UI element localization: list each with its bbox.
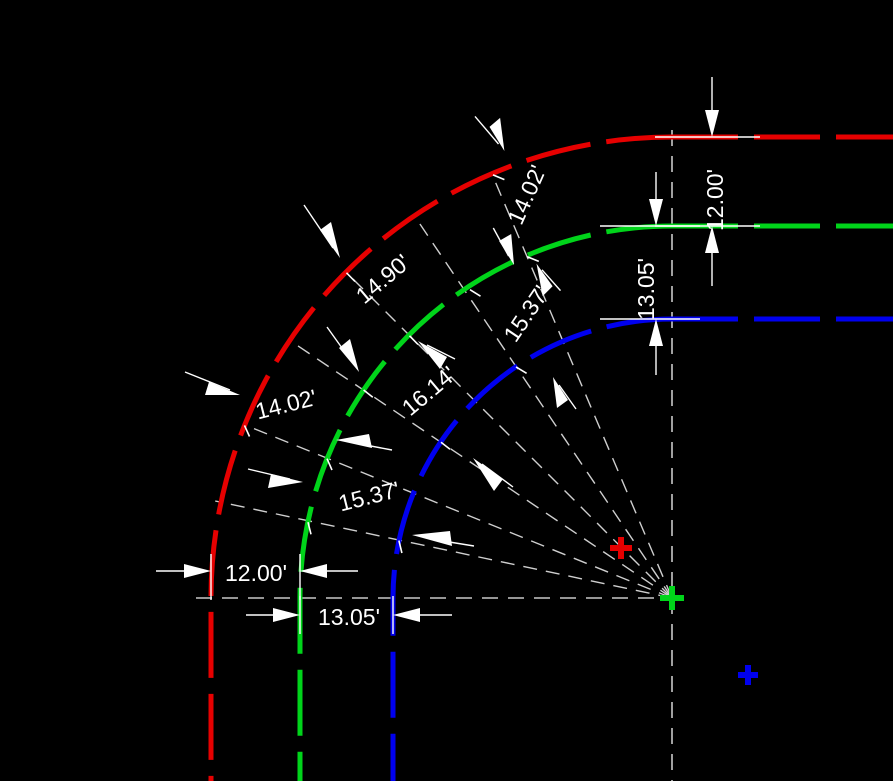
radial-line-12deg <box>215 500 673 599</box>
inner-curve-blue <box>390 316 673 781</box>
radial-line-67deg <box>491 173 673 599</box>
radial-construction-lines <box>215 173 673 599</box>
green-center-mark <box>660 586 684 610</box>
leader-56-in <box>558 384 577 410</box>
leader-22-out <box>184 371 231 391</box>
tick-red-22 <box>243 425 251 437</box>
dim-label-vert-12: 12.00' <box>702 169 728 231</box>
arrowhead-22-in <box>336 434 372 448</box>
radial-line-56deg <box>413 215 673 599</box>
radial-line-45deg <box>345 271 673 599</box>
arrowhead-h12-left <box>300 564 327 578</box>
axis-lines <box>196 130 673 781</box>
tick-blue-12 <box>398 540 403 554</box>
arrowhead-45-in <box>418 341 447 369</box>
arrowhead-56-out <box>499 234 514 265</box>
arrowhead-34-out <box>339 339 359 372</box>
arrowhead-45-out <box>320 222 340 258</box>
leader-67-in <box>541 269 562 292</box>
tick-green-67 <box>526 255 540 263</box>
arrowhead-12-out <box>268 474 303 488</box>
arrowhead-34-in <box>473 458 503 491</box>
arrowhead-67-out <box>489 117 505 151</box>
center-marks <box>610 537 758 685</box>
tick-green-22 <box>326 458 333 471</box>
red-center-mark <box>610 537 632 559</box>
dim-label-horiz-12: 12.00' <box>225 560 287 586</box>
dim-horiz-bottom-12: 12.00' <box>156 554 358 600</box>
dim-label-horiz-13: 13.05' <box>318 604 380 630</box>
blue-center-mark <box>738 665 758 685</box>
tick-green-45 <box>408 335 419 345</box>
tick-blue-56 <box>515 366 528 374</box>
arrowhead-down <box>705 110 719 137</box>
arrowhead-up <box>705 226 719 253</box>
tick-blue-34 <box>440 441 451 450</box>
tick-red-67 <box>492 174 505 181</box>
arrowhead-12-in <box>412 531 452 546</box>
arrowhead-67-in <box>536 263 553 297</box>
dim-horiz-bottom-13: 13.05' <box>246 596 452 634</box>
tick-green-34 <box>363 389 374 398</box>
arrowhead-h12-right <box>184 564 211 578</box>
dim-label-vert-13: 13.05' <box>633 258 659 320</box>
arrowhead-13-up <box>649 319 663 346</box>
dim-vert-top-right-12: 12.00' <box>655 77 760 286</box>
arrowhead-13-down <box>649 199 663 226</box>
tick-green-56 <box>469 289 481 297</box>
radial-line-22deg <box>243 423 673 599</box>
arrowhead-56-in <box>553 377 568 408</box>
leader-67-out <box>474 115 500 145</box>
tick-red-45 <box>345 272 356 283</box>
arrowhead-h13-right <box>273 608 300 622</box>
tick-green-12 <box>307 522 312 535</box>
curve-group <box>208 134 893 781</box>
arrowhead-22-out <box>205 382 240 395</box>
outer-curve-red <box>208 134 673 781</box>
leader-45-in <box>426 344 456 360</box>
dim-vert-right-13: 13.05' <box>600 172 700 375</box>
arrowhead-h13-left <box>393 608 420 622</box>
middle-curve-green <box>297 223 673 781</box>
